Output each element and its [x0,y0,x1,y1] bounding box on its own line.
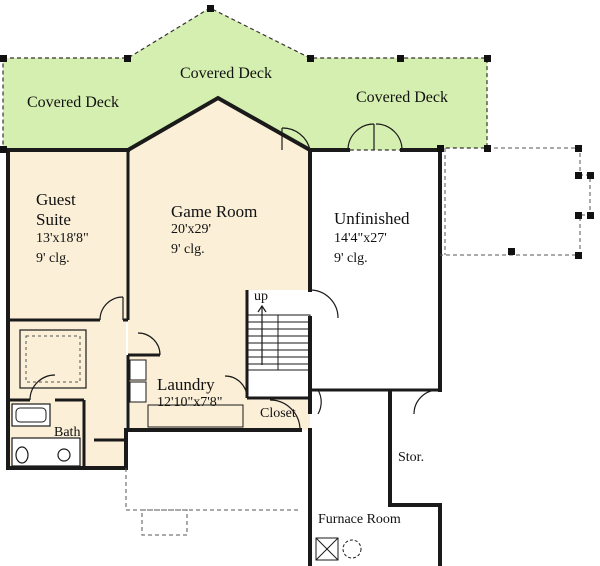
game-room-size: 20'x29' [171,222,212,237]
unfinished-size: 14'4"x27' [334,231,387,246]
water-heater-icon [342,539,362,559]
unfinished-ceiling: 9' clg. [334,251,368,266]
door-swings [29,123,439,431]
bathtub-icon [11,403,51,427]
game-room-area [128,98,310,398]
dryer-icon [129,381,147,403]
guest-suite-name-1: Guest [36,190,76,209]
laundry-name: Laundry [157,375,215,394]
game-room-name: Game Room [171,202,258,221]
deck-label-center: Covered Deck [180,65,272,82]
guest-suite-area [8,150,128,320]
furnace-icon [315,537,339,561]
washer-icon [129,359,147,381]
deck-label-left: Covered Deck [27,94,119,111]
furnace-room-label: Furnace Room [318,512,401,527]
bath-label: Bath [54,425,81,440]
exterior-walls [6,95,442,566]
toilet-icon [15,446,29,464]
exterior-dashed [125,468,300,536]
guest-suite-ceiling: 9' clg. [36,251,70,266]
game-room-ceiling: 9' clg. [171,242,205,257]
sink-icon [57,448,71,462]
laundry-size: 12'10"x7'8" [157,395,223,410]
stairs-label: up [254,289,268,304]
staircase [246,304,311,371]
deck-posts [0,5,594,259]
laundry-counter [147,404,244,428]
guest-suite-name-2: Suite [36,210,71,229]
guest-suite-size: 13'x18'8" [36,231,89,246]
interior-walls [8,150,440,468]
patio-outline [440,147,591,256]
guest-closet [19,329,87,389]
closet-label: Closet [260,406,296,421]
storage-label: Stor. [398,450,425,465]
deck-label-right: Covered Deck [356,89,448,106]
unfinished-name: Unfinished [334,209,410,228]
